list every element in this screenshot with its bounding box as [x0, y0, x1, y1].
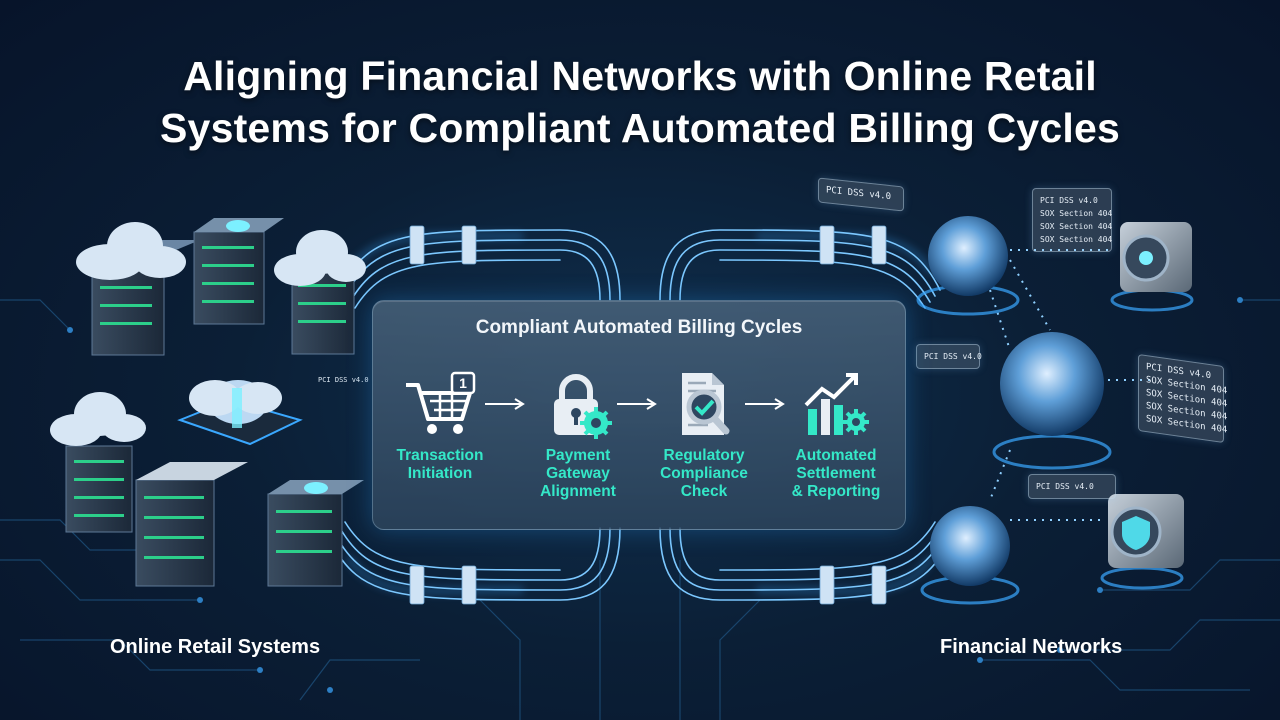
retail-servers — [50, 218, 366, 587]
online-retail-systems-label: Online Retail Systems — [110, 636, 321, 658]
shopping-cart-icon: 1 — [406, 371, 476, 434]
arrow-icon — [617, 398, 657, 410]
financial-networks-label: Financial Networks — [940, 636, 1123, 658]
compliance-card-mid-right: PCI DSS v4.0 SOX Section 404 SOX Section… — [1138, 353, 1227, 444]
cloud-hub — [177, 380, 303, 446]
title-line-2: Systems for Compliant Automated Billing … — [160, 105, 1120, 151]
compliance-card-mid-left: PCI DSS v4.0 — [916, 344, 982, 369]
cable-bundles — [329, 225, 951, 605]
financial-nodes — [916, 216, 1194, 605]
bar-chart-gear-icon — [804, 373, 869, 435]
step-label: Payment Gateway Alignment — [540, 447, 616, 500]
step-regulatory-compliance-check: Regulatory Compliance Check — [645, 369, 763, 501]
step-automated-settlement-reporting: Automated Settlement & Reporting — [777, 369, 895, 501]
cloud-icon — [50, 392, 146, 446]
server-tower — [193, 218, 284, 325]
padlock-gear-icon — [554, 374, 612, 439]
arrow-icon — [485, 398, 525, 410]
billing-cycle-panel: Compliant Automated Billing Cycles 1 Tra… — [372, 300, 906, 530]
card-line: SOX Section 404 — [1040, 209, 1113, 218]
cloud-icon — [76, 222, 186, 280]
title-line-1: Aligning Financial Networks with Online … — [183, 53, 1097, 99]
step-payment-gateway-alignment: Payment Gateway Alignment — [519, 369, 637, 501]
card-line: PCI DSS v4.0 — [1040, 196, 1098, 205]
step-label: Transaction Initiation — [396, 447, 484, 482]
compliance-card-top-right: PCI DSS v4.0 SOX Section 404 SOX Section… — [1032, 188, 1112, 252]
server-tower — [267, 480, 364, 587]
vault-shield-icon — [1100, 494, 1184, 590]
card-line: PCI DSS v4.0 — [826, 185, 892, 203]
circuit-traces — [0, 299, 1280, 720]
step-transaction-initiation: 1 Transaction Initiation — [381, 369, 499, 483]
panel-title: Compliant Automated Billing Cycles — [475, 317, 803, 338]
cloud-icon — [274, 230, 366, 286]
server-tower — [135, 462, 248, 587]
card-line: PCI DSS v4.0 — [318, 376, 369, 384]
cart-badge: 1 — [459, 375, 467, 391]
compliance-card-bottom: PCI DSS v4.0 — [1028, 474, 1116, 499]
step-label: Regulatory Compliance Check — [660, 447, 748, 500]
globe-icon — [920, 506, 1020, 605]
card-line: PCI DSS v4.0 — [924, 352, 982, 361]
arrow-icon — [745, 398, 785, 410]
card-line: SOX Section 404 — [1040, 235, 1113, 244]
globe-icon — [916, 216, 1020, 316]
page-title: Aligning Financial Networks with Online … — [0, 50, 1280, 154]
globe-icon — [992, 332, 1112, 470]
step-label: Automated Settlement & Reporting — [791, 447, 881, 500]
card-line: PCI DSS v4.0 — [1036, 482, 1094, 491]
vault-icon — [1110, 222, 1194, 312]
document-magnifier-check-icon — [682, 373, 730, 435]
card-line: SOX Section 404 — [1040, 222, 1113, 231]
server-tower — [65, 445, 133, 533]
compliance-card-left-small: PCI DSS v4.0 — [318, 376, 369, 385]
